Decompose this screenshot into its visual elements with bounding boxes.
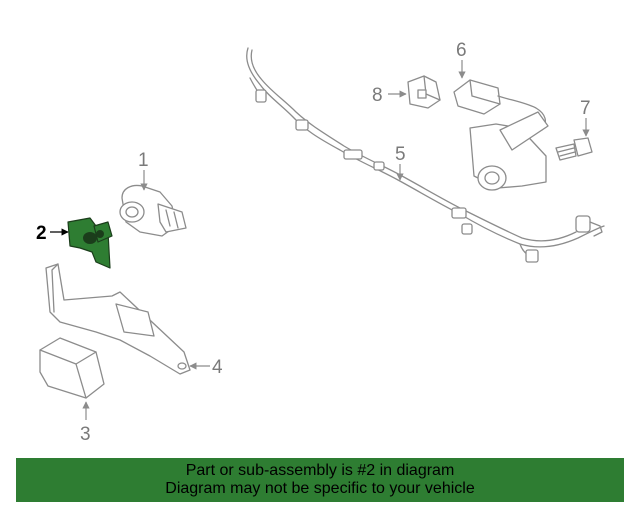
callout-6: 6 bbox=[456, 40, 467, 61]
part-8-clip bbox=[407, 75, 441, 109]
callout-4: 4 bbox=[212, 357, 223, 378]
part-5-wiring-harness bbox=[246, 47, 605, 263]
banner-line-2: Diagram may not be specific to your vehi… bbox=[165, 480, 475, 497]
part-1-sensor bbox=[119, 184, 187, 237]
callout-2: 2 bbox=[36, 223, 47, 244]
info-banner: Part or sub-assembly is #2 in diagram Di… bbox=[16, 458, 624, 502]
part-6-camera bbox=[453, 79, 549, 191]
banner-line-1: Part or sub-assembly is #2 in diagram bbox=[185, 462, 455, 479]
part-3-module bbox=[39, 337, 105, 399]
callout-5: 5 bbox=[395, 144, 406, 165]
callout-1: 1 bbox=[138, 150, 149, 171]
part-4-bracket bbox=[45, 263, 191, 375]
callout-7: 7 bbox=[580, 98, 591, 119]
callout-8: 8 bbox=[372, 85, 383, 106]
callout-3: 3 bbox=[80, 424, 91, 445]
part-2-highlighted-bracket bbox=[67, 217, 113, 269]
part-7-bolt bbox=[555, 137, 593, 161]
